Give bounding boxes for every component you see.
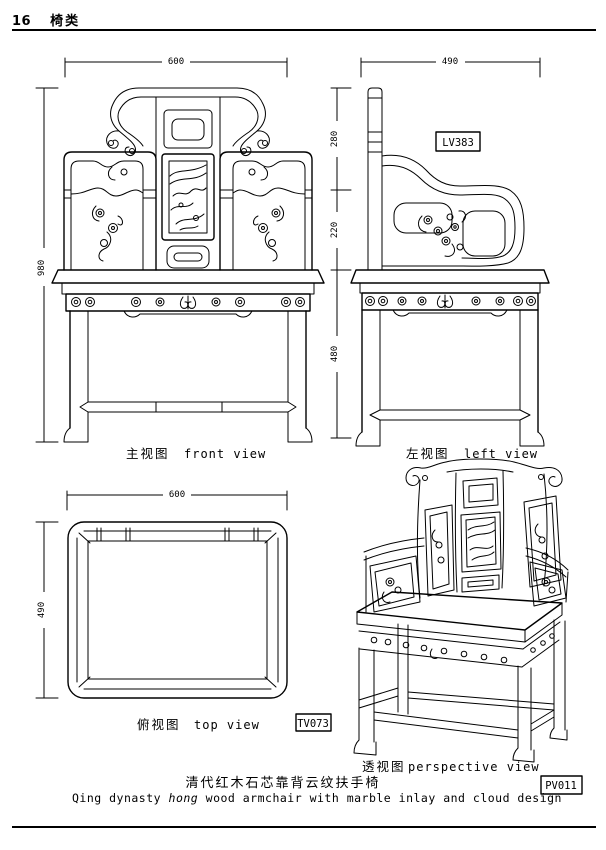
apron-scrolls bbox=[71, 295, 305, 318]
title-en-italic-word: hong bbox=[168, 791, 199, 805]
front-dimension-width: 600 bbox=[64, 54, 288, 78]
svg-text:TV073: TV073 bbox=[297, 718, 329, 730]
marble-panel bbox=[161, 153, 215, 241]
back-splat bbox=[155, 96, 221, 271]
back-side-sections bbox=[63, 151, 313, 271]
category-title: 椅类 bbox=[50, 14, 81, 29]
header-rule bbox=[12, 29, 596, 31]
svg-text:主视图: 主视图 bbox=[126, 446, 170, 461]
left-view-drawing: 490 280 220 480 LV383 bbox=[330, 54, 550, 461]
top-dimension-width: 600 bbox=[66, 487, 288, 511]
seat-and-base bbox=[51, 269, 325, 443]
footer-rule bbox=[12, 826, 596, 828]
svg-text:600: 600 bbox=[169, 490, 185, 500]
front-view-drawing: 600 980 bbox=[35, 54, 325, 461]
crest-rail bbox=[106, 87, 270, 157]
title-en-prefix: Qing dynasty bbox=[72, 791, 169, 805]
perspective-caption: 透视图 perspective view bbox=[362, 759, 540, 774]
item-title-english: Qing dynasty hong wood armchair with mar… bbox=[20, 791, 606, 805]
perspective-label-box: PV011 bbox=[540, 775, 583, 795]
svg-text:220: 220 bbox=[330, 222, 340, 238]
left-seat-and-base bbox=[350, 269, 550, 447]
left-dimension-width: 490 bbox=[360, 54, 541, 78]
page-number: 16 bbox=[12, 14, 32, 29]
perspective-back bbox=[416, 470, 562, 599]
top-view-label-box: TV073 bbox=[295, 713, 332, 732]
svg-text:左视图: 左视图 bbox=[406, 446, 450, 461]
svg-text:perspective view: perspective view bbox=[408, 760, 540, 774]
svg-text:front view: front view bbox=[184, 447, 266, 461]
perspective-view-drawing: 透视图 perspective view PV011 bbox=[353, 458, 583, 795]
perspective-arms bbox=[363, 537, 569, 613]
left-view-label-box: LV383 bbox=[435, 131, 481, 152]
armrest-profile bbox=[381, 154, 525, 267]
left-view-caption: 左视图 left view bbox=[406, 446, 538, 461]
svg-text:490: 490 bbox=[37, 602, 47, 618]
svg-text:980: 980 bbox=[37, 260, 47, 276]
top-view-caption: 俯视图 top view bbox=[137, 717, 260, 732]
svg-text:480: 480 bbox=[330, 346, 340, 362]
front-view-caption: 主视图 front view bbox=[126, 446, 266, 461]
svg-text:俯视图: 俯视图 bbox=[137, 717, 181, 732]
svg-text:600: 600 bbox=[168, 57, 184, 67]
perspective-crest bbox=[405, 458, 563, 487]
svg-text:left view: left view bbox=[464, 447, 538, 461]
seat-frame-plan bbox=[67, 521, 288, 699]
left-apron-scrolls bbox=[365, 294, 536, 317]
title-en-suffix: wood armchair with marble inlay and clou… bbox=[198, 791, 562, 805]
svg-text:PV011: PV011 bbox=[545, 780, 577, 792]
left-dimension-heights: 280 220 480 bbox=[330, 87, 352, 439]
svg-text:top view: top view bbox=[194, 718, 260, 732]
item-title-chinese: 清代红木石芯靠背云纹扶手椅 bbox=[185, 776, 381, 791]
top-view-drawing: 600 490 俯视图 top view bbox=[35, 487, 332, 732]
svg-text:LV383: LV383 bbox=[442, 137, 474, 149]
page-header: 16 椅类 bbox=[12, 10, 80, 29]
svg-text:280: 280 bbox=[330, 131, 340, 147]
svg-text:透视图: 透视图 bbox=[362, 759, 406, 774]
top-dimension-depth: 490 bbox=[35, 521, 59, 699]
back-post-profile bbox=[367, 87, 383, 271]
svg-text:490: 490 bbox=[442, 57, 458, 67]
front-dimension-height: 980 bbox=[35, 87, 59, 443]
perspective-seat-base bbox=[353, 591, 568, 763]
